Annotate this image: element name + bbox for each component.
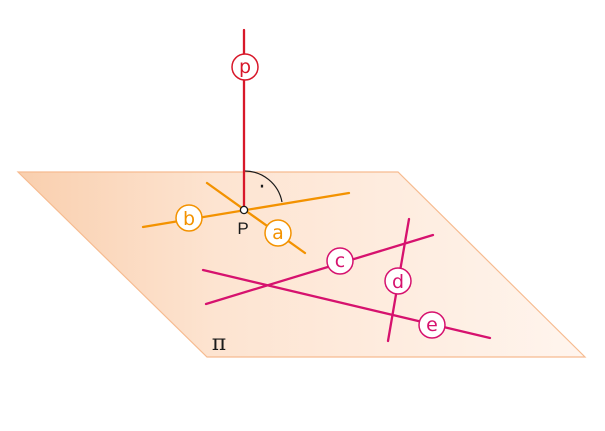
svg-text:e: e xyxy=(426,314,438,336)
label-b: b xyxy=(175,204,203,232)
line-c xyxy=(204,233,435,306)
right-angle-arc xyxy=(243,170,283,203)
label-d: d xyxy=(384,267,412,295)
label-p: p xyxy=(231,53,259,81)
label-c: c xyxy=(326,247,354,275)
plane-pi xyxy=(16,171,587,358)
right-angle-dot: · xyxy=(259,175,266,200)
label-a: a xyxy=(264,219,292,247)
svg-text:c: c xyxy=(335,250,345,272)
point-p xyxy=(239,205,249,215)
plane-label: π xyxy=(212,331,226,356)
point-p-label: P xyxy=(237,219,248,238)
svg-text:d: d xyxy=(392,271,404,293)
svg-text:a: a xyxy=(272,222,284,244)
label-e: e xyxy=(418,311,446,339)
svg-text:b: b xyxy=(183,208,195,230)
svg-text:p: p xyxy=(239,56,251,78)
